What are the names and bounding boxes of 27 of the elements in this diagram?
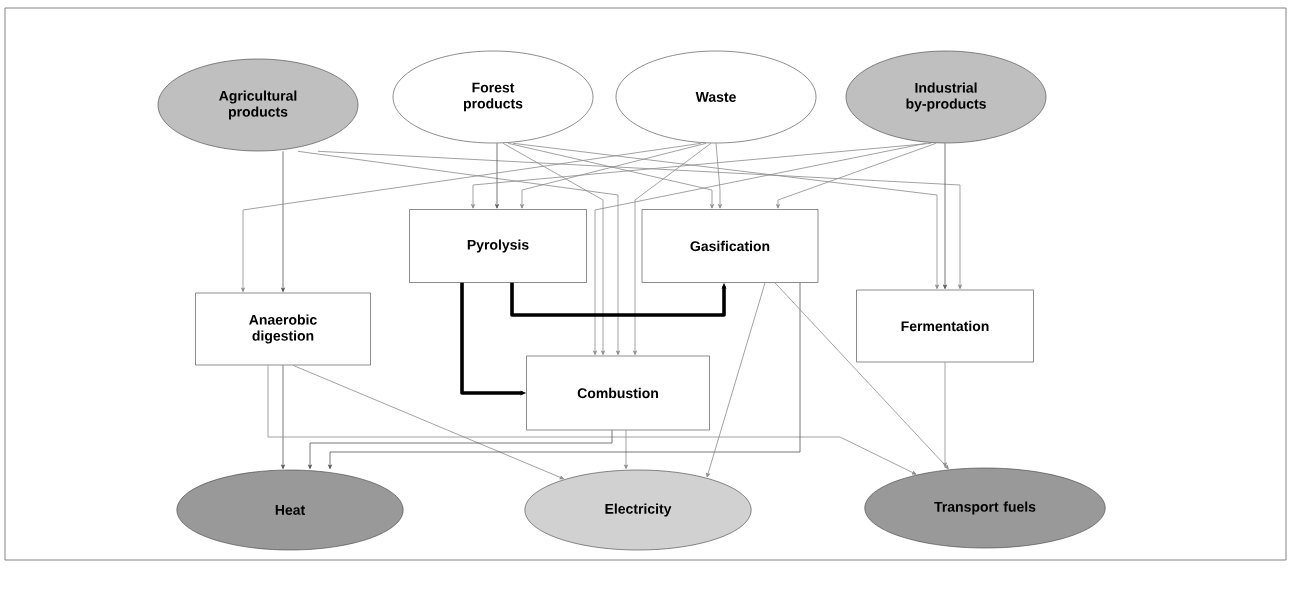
arrow <box>633 142 712 356</box>
arrow <box>297 150 620 356</box>
arrow <box>281 150 285 293</box>
arrow <box>774 282 949 470</box>
process-box: Fermentation <box>856 289 1034 363</box>
arrow <box>317 150 962 290</box>
process-box: Anaerobic digestion <box>195 292 371 366</box>
arrow <box>328 282 801 470</box>
arrow <box>495 142 499 209</box>
process-box: Combustion <box>526 355 710 431</box>
arrow <box>241 142 702 293</box>
process-box: Gasification <box>641 209 819 283</box>
arrow <box>471 142 932 209</box>
arrow <box>624 429 628 470</box>
process-box: Pyrolysis <box>409 209 587 283</box>
arrow <box>706 282 766 478</box>
arrow <box>776 142 937 209</box>
arrow <box>593 142 927 356</box>
arrow <box>267 364 917 475</box>
arrow <box>943 142 947 290</box>
arrow <box>943 361 947 468</box>
arrow <box>292 364 565 480</box>
arrow <box>512 142 939 290</box>
arrow <box>715 142 722 209</box>
arrow <box>281 364 285 470</box>
arrow <box>308 429 613 470</box>
arrow <box>502 142 605 356</box>
